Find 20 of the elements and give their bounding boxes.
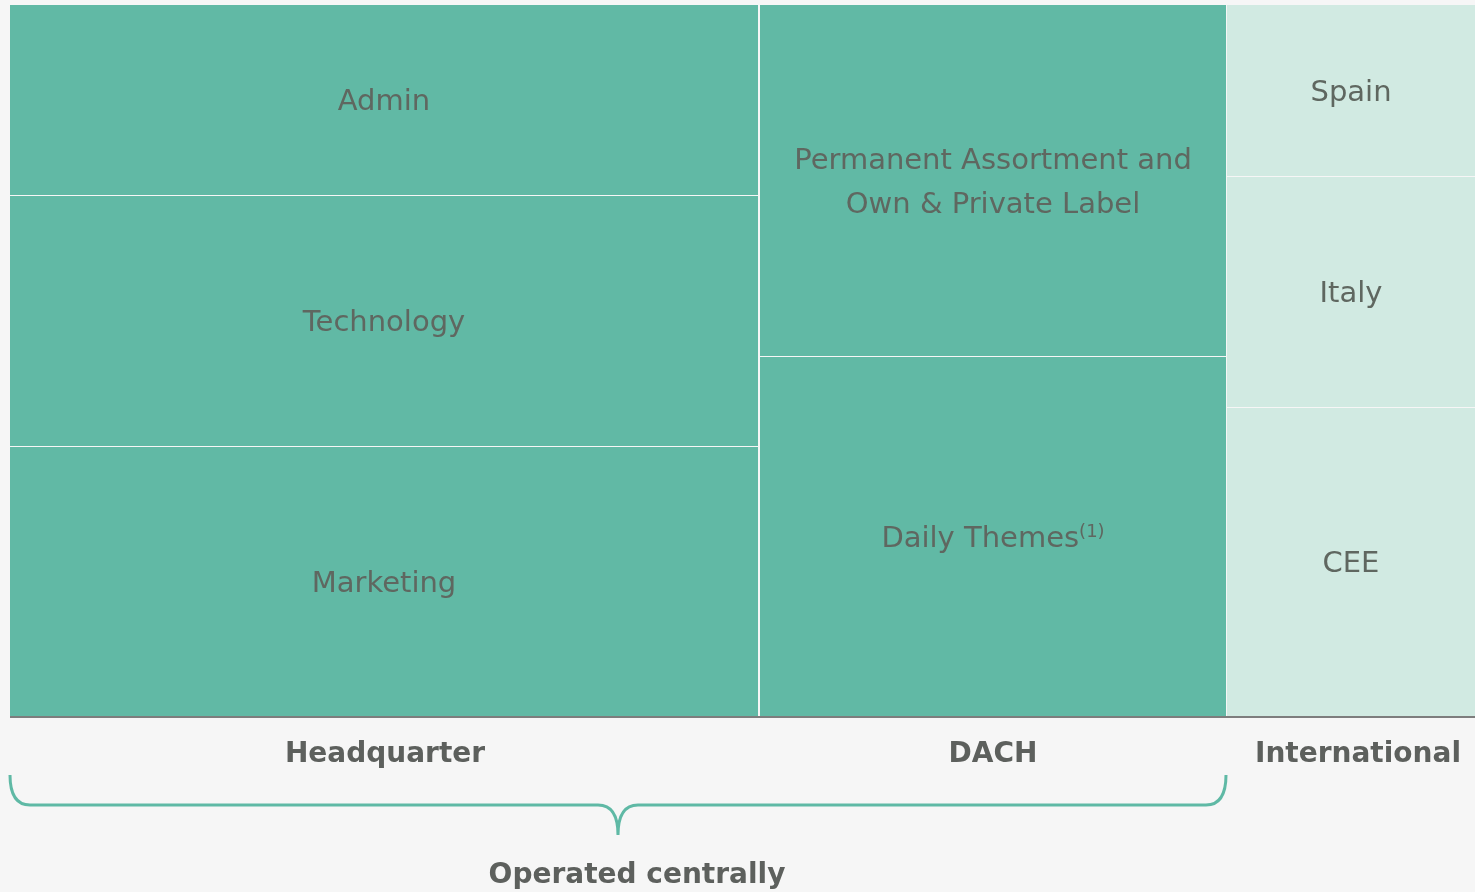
treemap-block — [1227, 177, 1475, 407]
group-label: Operated centrally — [488, 856, 786, 892]
group-label: International — [1255, 735, 1461, 771]
block-label: Marketing — [311, 563, 457, 601]
group-label: DACH — [948, 735, 1038, 771]
block-label: Italy — [1319, 274, 1383, 311]
block-label: Admin — [337, 82, 431, 119]
block-label: Permanent Assortment and Own & Private Label — [793, 140, 1193, 222]
treemap-block — [1227, 5, 1475, 176]
treemap-block — [10, 447, 758, 716]
treemap-block — [10, 196, 758, 446]
block-label: CEE — [1322, 544, 1380, 581]
treemap-block — [10, 5, 758, 195]
block-label: Spain — [1310, 72, 1392, 110]
group-label: Headquarter — [284, 735, 486, 771]
treemap-block — [760, 357, 1226, 716]
treemap-block — [1227, 408, 1475, 716]
block-label: Technology — [302, 303, 466, 340]
block-label: Daily Themes$^{(1)}$ — [881, 518, 1105, 556]
treemap-block — [760, 5, 1226, 356]
